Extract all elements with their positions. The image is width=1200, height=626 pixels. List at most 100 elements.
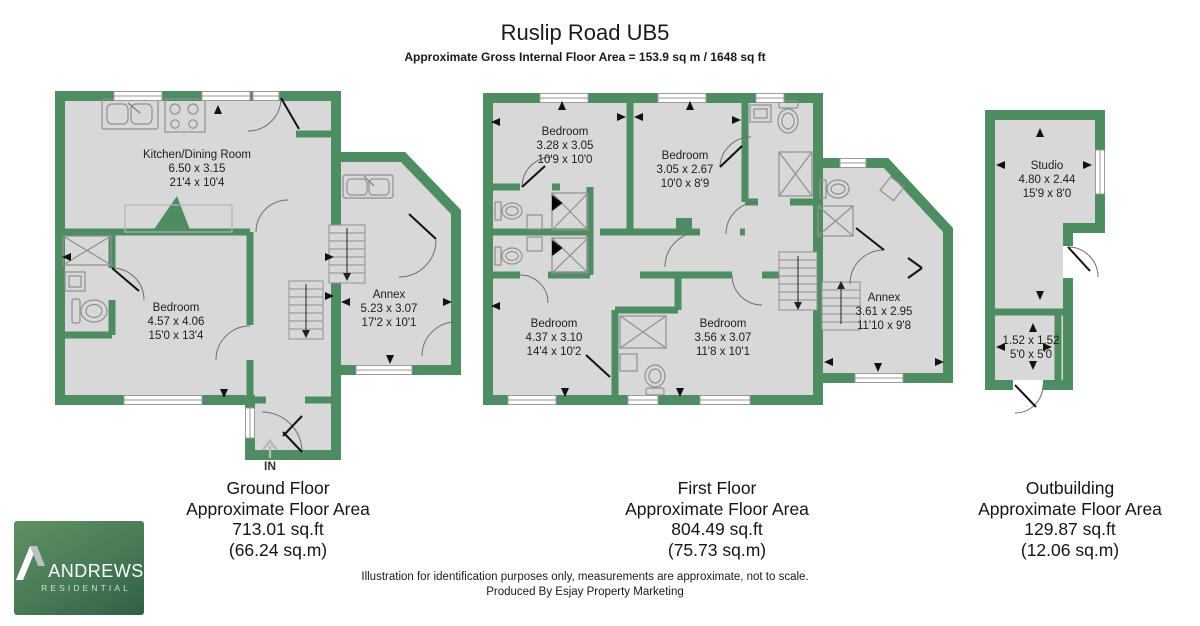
stairs-icon <box>288 280 324 340</box>
floor-area-sqft: 804.49 sq.ft <box>671 519 763 539</box>
door-gap <box>1013 380 1043 390</box>
room-metric: 3.61 x 2.95 <box>855 306 913 318</box>
entry-arrow-icon <box>262 439 278 458</box>
shower-icon <box>778 151 813 197</box>
room-imperial: 14'4 x 10'2 <box>526 346 582 358</box>
floor-area-sqft: 129.87 sq.ft <box>1024 519 1116 539</box>
room-label-bedroom-2: Bedroom 3.05 x 2.67 10'0 x 8'9 <box>657 149 714 191</box>
room-imperial: 15'9 x 8'0 <box>1022 188 1072 200</box>
room-metric: 4.37 x 3.10 <box>525 332 583 344</box>
page-subtitle: Approximate Gross Internal Floor Area = … <box>404 50 766 64</box>
first-floor-summary: First Floor Approximate Floor Area 804.4… <box>625 478 809 560</box>
room-imperial: 10'9 x 10'0 <box>537 154 593 166</box>
room-label-studio: Studio 4.80 x 2.44 15'9 x 8'0 <box>1019 159 1076 201</box>
disclaimer-line-2: Produced By Esjay Property Marketing <box>486 586 684 598</box>
basin-icon <box>879 175 905 202</box>
window-mullions <box>114 95 412 438</box>
ground-floor-plan <box>55 91 461 460</box>
room-metric: 6.50 x 3.15 <box>168 163 226 175</box>
floor-area-sqm: (12.06 sq.m) <box>1020 539 1120 560</box>
stairs-icon <box>821 281 861 331</box>
room-label-bedroom-1: Bedroom 3.28 x 3.05 10'9 x 10'0 <box>537 125 594 167</box>
floor-name: Ground Floor <box>226 478 330 498</box>
room-name: Bedroom <box>541 126 589 138</box>
shower-icon <box>551 192 589 231</box>
floor-area-label: Approximate Floor Area <box>186 498 370 519</box>
chimney-breast <box>150 196 192 235</box>
room-imperial: 5'0 x 5'0 <box>1009 349 1053 361</box>
measure-arrows <box>62 105 452 398</box>
room-label-annex-ff: Annex 3.61 x 2.95 11'10 x 9'8 <box>856 291 913 333</box>
door-arcs <box>111 97 457 453</box>
room-metric: 4.57 x 4.06 <box>147 316 205 328</box>
toilet-icon <box>494 201 523 221</box>
stove-icon <box>164 98 206 133</box>
room-label-store: 1.52 x 1.52 5'0 x 5'0 <box>1003 334 1060 362</box>
table-icon <box>124 204 233 233</box>
room-imperial: 11'8 x 10'1 <box>695 346 751 358</box>
room-name: Annex <box>867 292 901 304</box>
shower-icon <box>817 205 854 237</box>
door-leaves <box>111 97 437 453</box>
outbuilding-summary: Outbuilding Approximate Floor Area 129.8… <box>978 478 1162 560</box>
door-gap <box>1063 246 1073 278</box>
entry-in-label: IN <box>264 459 276 473</box>
room-imperial: 10'0 x 8'9 <box>660 178 710 190</box>
annex-sink-icon <box>342 174 394 199</box>
roof-a-icon <box>16 545 46 580</box>
interior-walls <box>990 308 1068 385</box>
room-imperial: 11'10 x 9'8 <box>856 320 912 332</box>
room-label-bedroom-3: Bedroom 4.37 x 3.10 14'4 x 10'2 <box>526 317 583 359</box>
shower-icon <box>551 237 589 274</box>
room-label-bedroom-gf: Bedroom 4.57 x 4.06 15'0 x 13'4 <box>148 301 205 343</box>
shower-icon <box>619 315 667 349</box>
room-metric: 3.28 x 3.05 <box>536 140 594 152</box>
door-leaves <box>521 145 923 378</box>
measure-arrows <box>491 101 944 397</box>
basin-icon <box>619 353 638 372</box>
disclaimer-line-1: Illustration for identification purposes… <box>361 571 809 583</box>
room-metric: 3.05 x 2.67 <box>656 164 714 176</box>
room-label-annex-gf: Annex 5.23 x 3.07 17'2 x 10'1 <box>361 288 418 330</box>
door-arcs <box>519 136 885 306</box>
andrews-residential-logo: ANDREWS RESIDENTIAL <box>14 521 144 615</box>
room-metric: 4.80 x 2.44 <box>1018 174 1076 186</box>
room-label-bedroom-4: Bedroom 3.56 x 3.07 11'8 x 10'1 <box>695 317 752 359</box>
basin-icon <box>526 214 543 230</box>
interior-walls <box>488 98 818 400</box>
floor-area-label: Approximate Floor Area <box>625 498 809 519</box>
outbuilding-plan <box>985 110 1105 414</box>
stairs-icon <box>778 251 818 311</box>
stairs-icon <box>328 224 366 284</box>
floor-area-sqm: (75.73 sq.m) <box>667 539 767 560</box>
room-name: Studio <box>1030 160 1064 172</box>
measure-arrows <box>996 128 1092 370</box>
window-mullions <box>508 97 903 401</box>
floor-area-sqm: (66.24 sq.m) <box>228 539 328 560</box>
room-label-kitchen: Kitchen/Dining Room 6.50 x 3.15 21'4 x 1… <box>143 148 251 190</box>
room-metric: 1.52 x 1.52 <box>1002 335 1060 347</box>
floor-name: Outbuilding <box>1025 478 1115 498</box>
floor-area-sqft: 713.01 sq.ft <box>232 519 324 539</box>
toilet-icon <box>644 364 666 396</box>
room-name: Annex <box>372 289 406 301</box>
room-name: Bedroom <box>699 318 747 330</box>
toilet-icon <box>494 246 523 266</box>
logo-brand-text: ANDREWS <box>48 560 144 581</box>
room-name: Bedroom <box>661 150 709 162</box>
room-name: Kitchen/Dining Room <box>142 149 252 161</box>
wall-stub <box>676 218 692 232</box>
room-imperial: 15'0 x 13'4 <box>148 330 204 342</box>
room-imperial: 21'4 x 10'4 <box>169 177 225 189</box>
floor-area-label: Approximate Floor Area <box>978 498 1162 519</box>
first-floor-plan <box>483 93 953 405</box>
page-title: Ruslip Road UB5 <box>500 20 670 45</box>
floor-name: First Floor <box>677 478 757 498</box>
door-leaves <box>1014 246 1091 408</box>
toilet-icon <box>819 179 850 199</box>
toilet-icon <box>71 298 108 324</box>
basin-icon <box>64 271 86 292</box>
logo-sub-text: RESIDENTIAL <box>41 582 131 593</box>
